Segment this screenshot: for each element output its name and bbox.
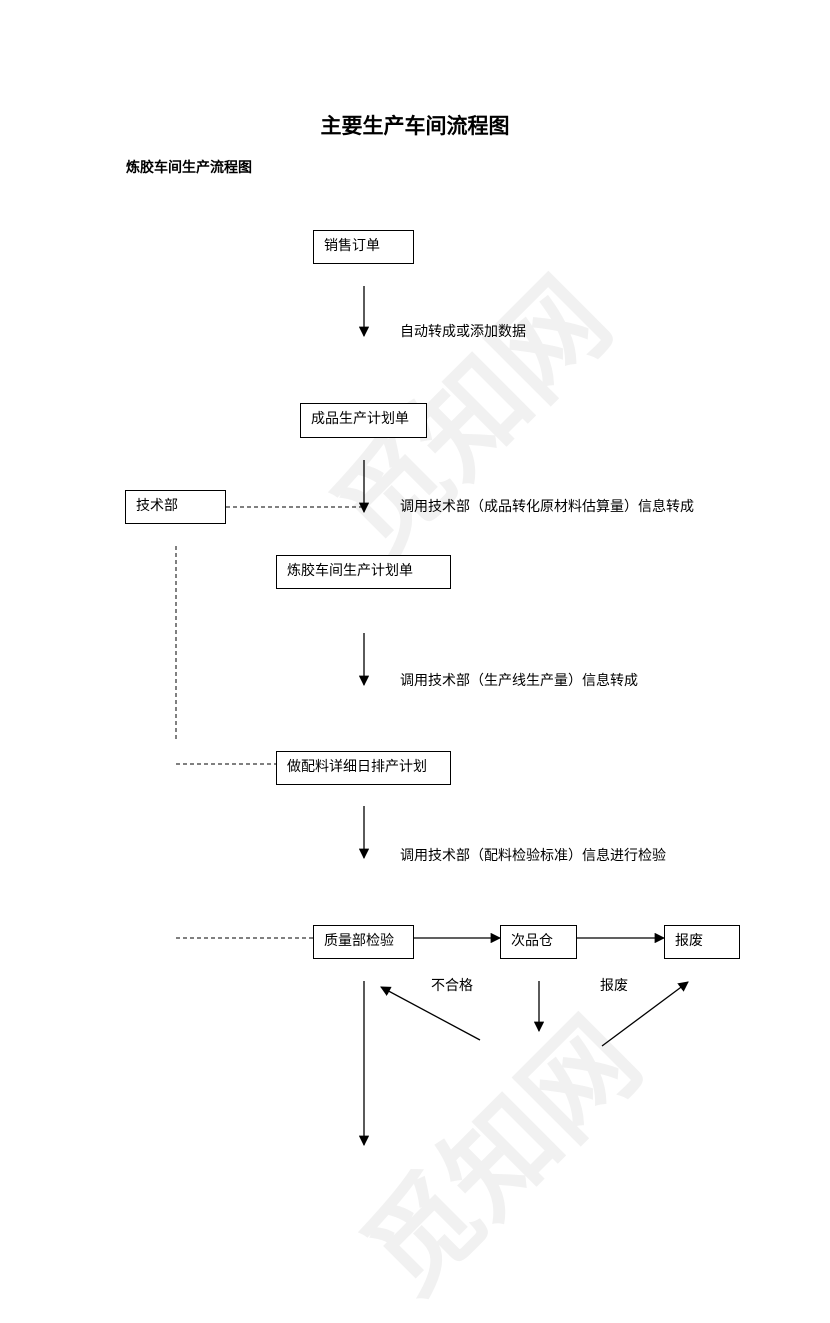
label-unqualified: 不合格 — [431, 978, 473, 994]
arrow-to-scrap — [601, 981, 689, 1047]
section-subtitle: 炼胶车间生产流程图 — [126, 160, 252, 176]
label-call-tech-standard: 调用技术部（配料检验标准）信息进行检验 — [400, 848, 666, 864]
connector-lines — [175, 286, 689, 1147]
node-quality-check: 质量部检验 — [313, 925, 414, 959]
node-daily-schedule: 做配料详细日排产计划 — [276, 751, 451, 785]
label-auto-convert: 自动转成或添加数据 — [400, 324, 526, 340]
label-call-tech-materials: 调用技术部（成品转化原材料估算量）信息转成 — [400, 499, 694, 515]
node-mixing-plan: 炼胶车间生产计划单 — [276, 555, 451, 589]
node-sales-order: 销售订单 — [313, 230, 414, 264]
node-finished-plan: 成品生产计划单 — [300, 403, 427, 438]
page-title: 主要生产车间流程图 — [320, 114, 510, 138]
node-scrap: 报废 — [664, 925, 740, 959]
label-scrap: 报废 — [600, 978, 628, 994]
node-tech-dept: 技术部 — [125, 490, 226, 524]
arrow-back-to-quality — [380, 986, 481, 1041]
node-secondary-warehouse: 次品仓 — [500, 925, 577, 959]
label-call-tech-line: 调用技术部（生产线生产量）信息转成 — [400, 673, 638, 689]
